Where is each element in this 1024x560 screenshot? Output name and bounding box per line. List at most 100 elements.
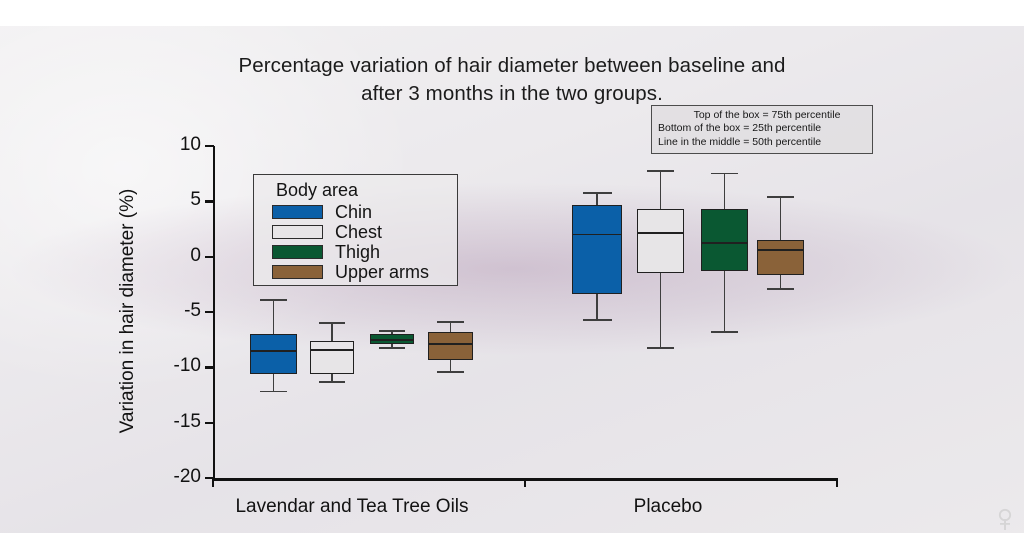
legend-swatch-thigh [272, 245, 323, 259]
median-line [310, 348, 354, 351]
whisker-upper-stem [391, 329, 393, 335]
legend: Body area Chin Chest Thigh Upper arms [253, 174, 458, 286]
x-tick-label-placebo: Placebo [633, 496, 703, 517]
median-line [572, 233, 622, 236]
whisker-upper-stem [659, 170, 662, 210]
whisker-upper-cap [437, 320, 464, 323]
whisker-upper-cap [379, 329, 405, 332]
y-tick-0 [205, 255, 214, 258]
whisker-lower-stem [723, 271, 726, 331]
legend-label-upper-arms: Upper arms [335, 262, 430, 282]
box-plot [310, 0, 354, 560]
whisker-lower-stem [391, 344, 393, 348]
note-line-1: Top of the box = 75th percentile [693, 109, 841, 121]
legend-item-thigh[interactable]: Thigh [272, 242, 457, 262]
page-title: Percentage variation of hair diameter be… [0, 52, 1024, 108]
title-line-1: Percentage variation of hair diameter be… [238, 54, 786, 77]
whisker-lower-cap [766, 287, 795, 290]
whisker-lower-stem [449, 359, 452, 371]
title-line-2: after 3 months in the two groups. [361, 82, 663, 105]
box-plot [701, 0, 748, 560]
whisker-upper-cap [766, 195, 795, 198]
y-tick-5 [205, 200, 214, 203]
box-iqr[interactable] [701, 209, 748, 272]
percentile-note-box: Top of the box = 75th percentile Bottom … [651, 105, 873, 155]
median-line [370, 338, 414, 341]
bottom-letterbox-bar [0, 533, 1024, 560]
legend-title: Body area [276, 180, 359, 200]
note-line-3: Line in the middle = 50th percentile [658, 135, 822, 148]
whisker-upper-cap [582, 192, 612, 195]
whisker-lower-cap [379, 347, 405, 350]
legend-item-chest[interactable]: Chest [272, 222, 457, 242]
box-iqr[interactable] [310, 340, 354, 374]
x-tick-0 [212, 478, 215, 487]
y-tick--5 [205, 311, 214, 314]
whisker-lower-cap [710, 330, 739, 333]
y-tick-label--10: -10 [173, 355, 201, 377]
median-line [757, 249, 804, 251]
whisker-upper-stem [779, 195, 782, 241]
legend-label-chest: Chest [335, 222, 383, 242]
whisker-upper-stem [596, 192, 598, 205]
whisker-lower-cap [259, 390, 288, 393]
whisker-upper-stem [272, 298, 275, 335]
whisker-lower-stem [779, 275, 782, 288]
box-iqr[interactable] [428, 331, 473, 360]
whisker-lower-stem [331, 373, 333, 381]
legend-label-chin: Chin [335, 202, 373, 222]
legend-item-chin[interactable]: Chin [272, 202, 457, 222]
box-iqr[interactable] [572, 204, 622, 295]
box-plot [370, 0, 414, 560]
legend-swatch-chest [272, 225, 323, 239]
top-letterbox-bar [0, 0, 1024, 26]
whisker-lower-cap [319, 380, 345, 383]
y-tick-10 [205, 145, 214, 148]
y-axis-line [213, 146, 216, 479]
median-line [428, 343, 473, 345]
legend-item-upper-arms[interactable]: Upper arms [272, 262, 457, 282]
y-axis-title: Variation in hair diameter (%) [117, 188, 138, 434]
median-line [637, 232, 684, 235]
whisker-lower-stem [596, 294, 598, 319]
watermark-icon [998, 508, 1012, 530]
whisker-upper-cap [710, 172, 739, 175]
y-tick--10 [205, 366, 214, 369]
box-plot [757, 0, 804, 560]
box-plot [428, 0, 473, 560]
whisker-upper-cap [646, 170, 675, 173]
legend-swatch-chin [272, 205, 323, 219]
whisker-upper-cap [319, 321, 345, 324]
whisker-lower-stem [272, 373, 275, 391]
y-tick-label--20: -20 [173, 466, 201, 487]
x-tick-2 [836, 478, 839, 487]
whisker-lower-cap [437, 370, 464, 373]
whisker-lower-cap [646, 347, 675, 350]
whisker-upper-stem [331, 321, 333, 341]
legend-label-thigh: Thigh [335, 242, 381, 262]
whisker-lower-stem [659, 273, 662, 348]
whisker-upper-stem [449, 320, 452, 332]
y-tick--20 [205, 477, 214, 480]
median-line [701, 242, 748, 245]
box-plot [250, 0, 297, 560]
y-tick-label-10: 10 [179, 134, 201, 155]
box-iqr[interactable] [637, 209, 684, 274]
y-tick--15 [205, 421, 214, 424]
median-line [250, 349, 297, 352]
box-plot [572, 0, 622, 560]
whisker-upper-stem [723, 172, 726, 210]
whisker-lower-cap [582, 318, 612, 321]
box-iqr[interactable] [250, 334, 297, 374]
legend-swatch-upper-arms [272, 265, 323, 279]
whisker-upper-cap [259, 298, 288, 301]
note-line-2: Bottom of the box = 25th percentile [658, 122, 822, 135]
box-iqr[interactable] [757, 240, 804, 276]
y-tick-label-5: 5 [190, 189, 201, 211]
box-plot [637, 0, 684, 560]
y-tick-label--15: -15 [173, 410, 201, 432]
y-tick-label-0: 0 [190, 244, 201, 266]
y-tick-label--5: -5 [184, 300, 201, 321]
